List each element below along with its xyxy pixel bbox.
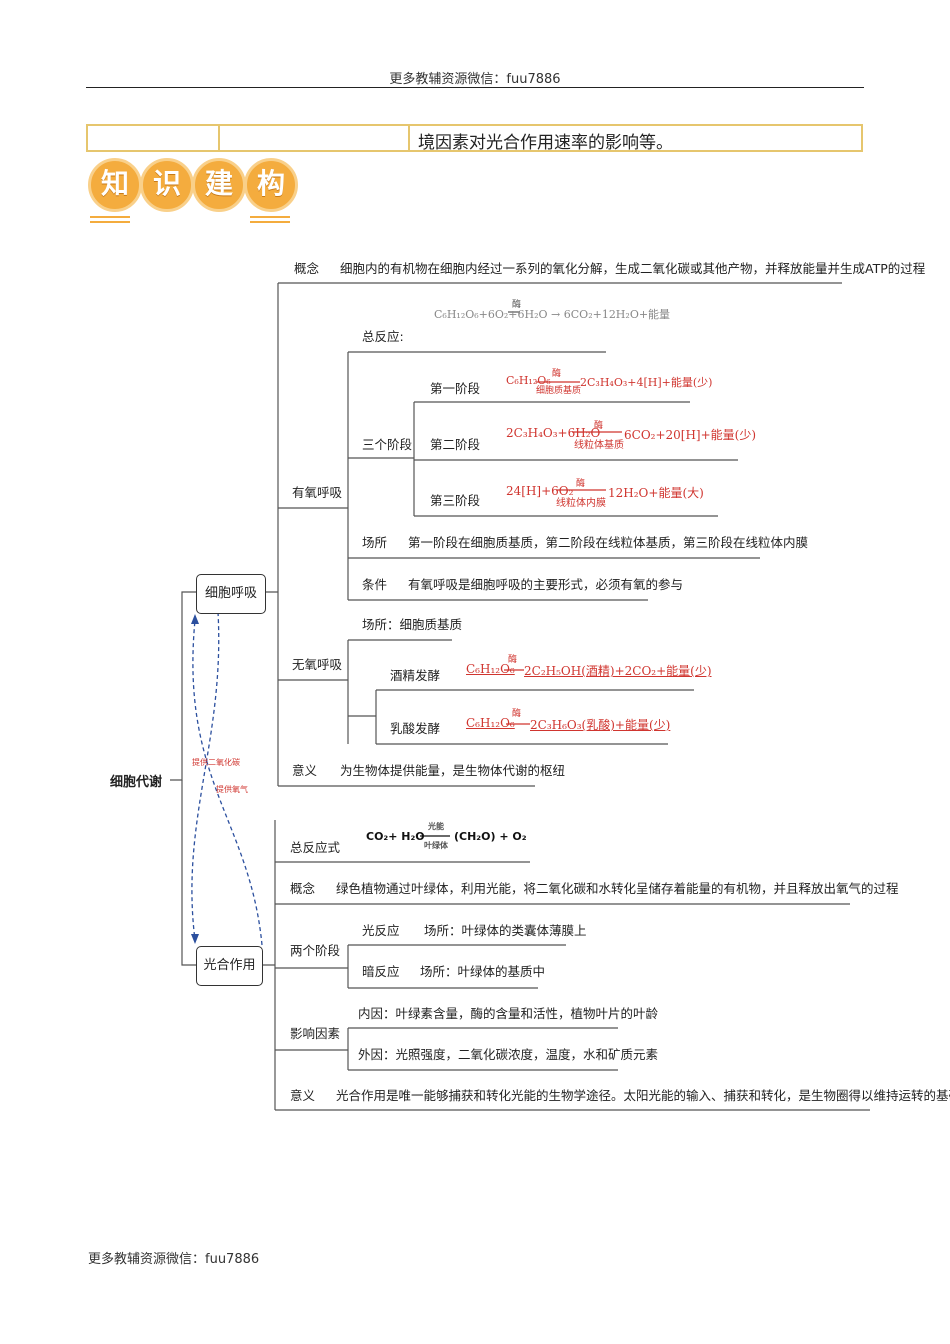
- eq-alcohol-right: 2C₂H₅OH(酒精)+2CO₂+能量(少): [524, 664, 712, 678]
- eq-photo-right: (CH₂O) + O₂: [454, 830, 527, 843]
- page-header: 更多教辅资源微信：fuu7886: [389, 72, 561, 87]
- label-two-stages: 两个阶段: [290, 943, 341, 958]
- eq-stage3-right: 12H₂O+能量(大): [608, 486, 704, 500]
- text-outer-factors: 外因：光照强度，二氧化碳浓度，温度，水和矿质元素: [358, 1047, 659, 1062]
- eq-alcohol-left: C₆H₁₂O₆: [466, 662, 515, 676]
- label-place: 场所: [362, 535, 388, 550]
- label-photo-total: 总反应式: [290, 840, 341, 855]
- label-stage2: 第二阶段: [430, 437, 481, 452]
- label-resp-meaning: 意义: [292, 763, 318, 778]
- label-lactic: 乳酸发酵: [390, 721, 441, 736]
- text-light-reaction: 场所：叶绿体的类囊体薄膜上: [424, 923, 587, 938]
- label-alcohol: 酒精发酵: [390, 668, 441, 683]
- eq-stage2-left: 2C₃H₄O₃+6H₂O: [506, 426, 601, 440]
- top-table-row: 境因素对光合作用速率的影响等。: [86, 124, 863, 153]
- table-divider: [218, 126, 220, 150]
- eq-stage2-bottom: 线粒体基质: [574, 440, 624, 451]
- page-footer: 更多教辅资源微信：fuu7886: [88, 1252, 260, 1267]
- badge-char: 构: [244, 158, 298, 212]
- eq-stage2-top: 酶: [594, 421, 604, 431]
- badge-decoration: [90, 216, 130, 218]
- text-dark-reaction: 场所：叶绿体的基质中: [420, 964, 546, 979]
- text-resp-meaning: 为生物体提供能量，是生物体代谢的枢纽: [340, 763, 566, 778]
- label-stage3: 第三阶段: [430, 493, 481, 508]
- node-photosynthesis: 光合作用: [196, 946, 263, 986]
- label-photo-concept: 概念: [290, 881, 316, 896]
- link-label-co2: 提供二氧化碳: [192, 758, 240, 767]
- header-rule: [86, 87, 864, 88]
- eq-stage1-top: 酶: [552, 369, 562, 379]
- link-label-o2: 提供氧气: [216, 785, 248, 794]
- eq-alcohol-top: 酶: [508, 655, 518, 665]
- text-photo-concept: 绿色植物通过叶绿体，利用光能，将二氧化碳和水转化呈储存着能量的有机物，并且释放出…: [336, 881, 899, 896]
- text-place: 第一阶段在细胞质基质，第二阶段在线粒体基质，第三阶段在线粒体内膜: [408, 535, 809, 550]
- badge-decoration: [250, 221, 290, 223]
- label-total-reaction: 总反应:: [362, 329, 404, 344]
- text-inner-factors: 内因：叶绿素含量，酶的含量和活性，植物叶片的叶龄: [358, 1006, 659, 1021]
- eq-stage1-left: C₆H₁₂O₆: [506, 374, 551, 387]
- eq-photo-left: CO₂+ H₂O: [366, 830, 425, 843]
- label-three-stages: 三个阶段: [362, 437, 413, 452]
- badge-decoration: [250, 216, 290, 218]
- eq-lactic-right: 2C₃H₆O₃(乳酸)+能量(少): [530, 718, 671, 732]
- text-condition: 有氧呼吸是细胞呼吸的主要形式，必须有氧的参与: [408, 577, 684, 592]
- eq-lactic-top: 酶: [512, 709, 522, 719]
- label-stage1: 第一阶段: [430, 381, 481, 396]
- label-concept: 概念: [294, 261, 320, 276]
- label-light-reaction: 光反应: [362, 923, 400, 938]
- table-divider: [408, 126, 410, 150]
- label-condition: 条件: [362, 577, 388, 592]
- eq-total: C₆H₁₂O₆+6O₂+6H₂O → 6CO₂+12H₂O+能量: [434, 308, 671, 321]
- badge-char: 建: [192, 158, 246, 212]
- node-anaerobic: 无氧呼吸: [292, 657, 343, 672]
- eq-stage1-right: 2C₃H₄O₃+4[H]+能量(少): [580, 376, 713, 389]
- eq-stage3-left: 24[H]+6O₂: [506, 484, 574, 498]
- label-factors: 影响因素: [290, 1026, 341, 1041]
- table-cell-text: 境因素对光合作用速率的影响等。: [418, 133, 673, 153]
- badge-char: 知: [88, 158, 142, 212]
- root-node: 细胞代谢: [110, 775, 163, 790]
- label-photo-meaning: 意义: [290, 1088, 316, 1103]
- text-concept: 细胞内的有机物在细胞内经过一系列的氧化分解，生成二氧化碳或其他产物，并释放能量并…: [340, 261, 926, 276]
- eq-photo-top: 光能: [428, 822, 444, 831]
- text-anaerobic-place: 场所：细胞质基质: [362, 617, 463, 632]
- eq-total-enzyme: 酶: [512, 300, 522, 310]
- eq-stage2-right: 6CO₂+20[H]+能量(少): [624, 428, 757, 442]
- eq-stage3-bottom: 线粒体内膜: [556, 498, 606, 509]
- node-cell-respiration: 细胞呼吸: [196, 574, 266, 614]
- node-aerobic: 有氧呼吸: [292, 485, 343, 500]
- eq-photo-bottom: 叶绿体: [424, 841, 448, 850]
- eq-stage1-bottom: 细胞质基质: [536, 386, 582, 396]
- eq-stage3-top: 酶: [576, 479, 586, 489]
- text-photo-meaning: 光合作用是唯一能够捕获和转化光能的生物学途径。太阳光能的输入、捕获和转化，是生物…: [336, 1088, 950, 1103]
- eq-lactic-left: C₆H₁₂O₆: [466, 716, 515, 730]
- badge-decoration: [90, 221, 130, 223]
- label-dark-reaction: 暗反应: [362, 964, 400, 979]
